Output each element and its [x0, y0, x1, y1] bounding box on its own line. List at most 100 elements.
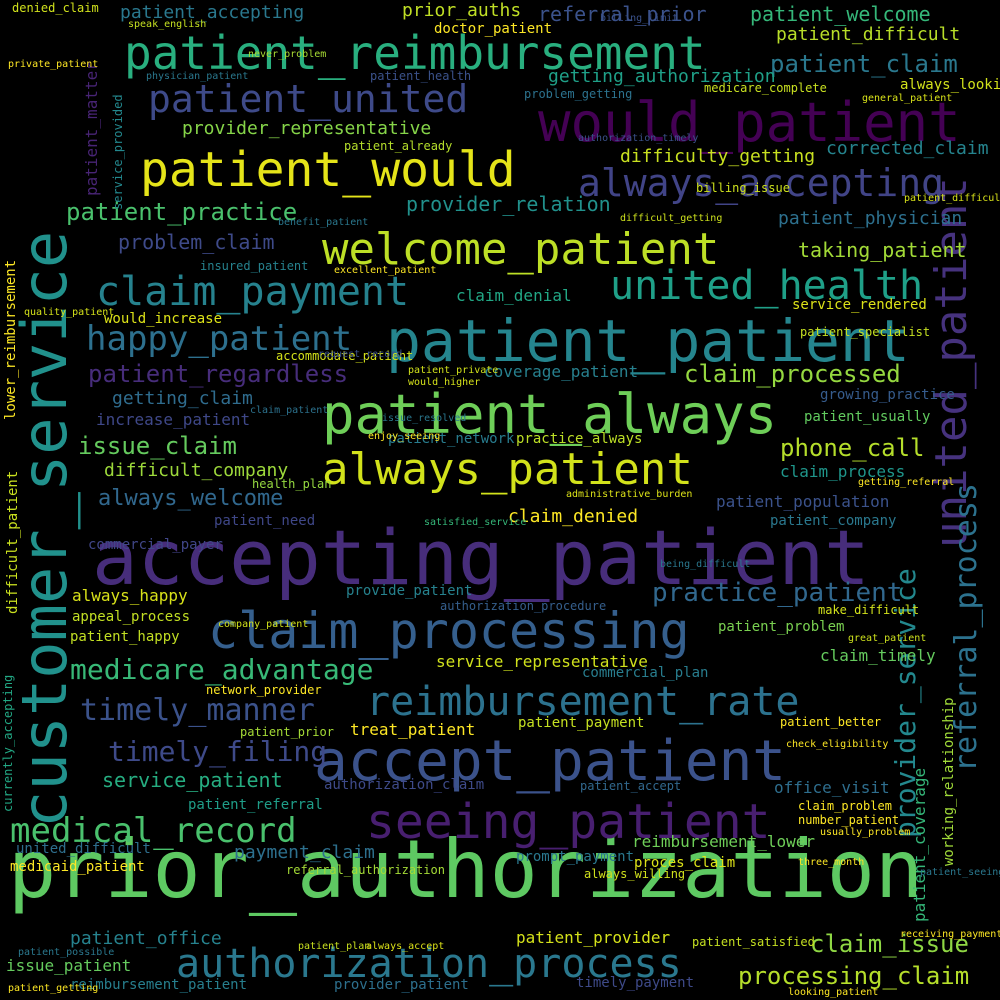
word: accepting_patient — [92, 513, 870, 602]
word: service_patient — [102, 768, 283, 792]
word: referral_prior — [538, 2, 707, 26]
word: patient_better — [780, 715, 882, 729]
word: patient_specialist — [800, 325, 931, 339]
word: insured_patient — [200, 259, 309, 273]
word: patient_already — [344, 139, 453, 153]
word: timely_payment — [576, 975, 695, 991]
word: united_difficult — [16, 841, 151, 857]
word: patient_physician — [778, 208, 963, 229]
word: claim_patient — [250, 405, 329, 416]
word: problem_claim — [118, 230, 275, 254]
word: claim_processing — [208, 602, 690, 660]
word: patient_united — [148, 77, 469, 121]
word: number_patient — [798, 813, 900, 827]
word: issue_patient — [6, 956, 132, 975]
word: claim_denied — [508, 506, 639, 527]
word: lower_reimbursement — [3, 259, 19, 420]
word: prior_authorization — [8, 823, 924, 916]
word: patient_payment — [518, 715, 645, 731]
word: always_accepting — [578, 161, 945, 205]
word: private_patient — [8, 59, 99, 70]
word: patient_coverage — [910, 767, 929, 922]
word: always_looking — [900, 77, 1000, 93]
word: difficult_getting — [620, 213, 723, 224]
word: payment_claim — [234, 842, 375, 863]
word: claim_problem — [798, 799, 892, 813]
word: patient_population — [716, 492, 890, 511]
word: always_willing — [584, 867, 686, 881]
word: claim_timely — [820, 646, 936, 665]
word: usually_problem — [820, 827, 911, 838]
word: would_higher — [408, 377, 481, 388]
word: customer_service — [8, 230, 81, 828]
word: patient_practice — [66, 198, 298, 226]
word: authorization_procedure — [440, 599, 607, 613]
word: patient_welcome — [750, 2, 931, 26]
word: administrative_burden — [566, 489, 693, 500]
word: patient_prior — [240, 725, 334, 739]
word: growing_practice — [820, 387, 955, 403]
word: appeal_process — [72, 609, 191, 625]
word: phone_call — [780, 434, 925, 462]
word: benefit_patient — [278, 217, 369, 228]
word: patient_difficult — [776, 24, 961, 45]
word: always_accept — [366, 941, 445, 952]
word: patient_matter — [82, 61, 101, 196]
word: increase_patient — [96, 410, 251, 429]
word: medicaid_patient — [10, 859, 145, 875]
word: claim_issue — [810, 930, 969, 958]
word: reimbursement_patient — [70, 977, 248, 993]
word: company_patient — [218, 619, 309, 630]
word: provider_patient — [334, 977, 469, 993]
word: always_welcome — [98, 486, 284, 511]
word: currently_accepting — [1, 674, 15, 812]
word: difficult_company — [104, 460, 289, 481]
word: patient_getting — [8, 983, 99, 994]
word: reimbursement_rate — [366, 679, 800, 725]
word: office_visit — [774, 778, 890, 797]
word: patient_happy — [70, 629, 180, 645]
word: service_rendered — [792, 297, 927, 313]
word: welcome_patient — [322, 224, 720, 275]
word: timely_manner — [80, 693, 315, 728]
word: getting_claim — [112, 388, 253, 409]
word: united_health — [610, 263, 924, 309]
word: patient_network — [388, 431, 515, 447]
word: patient_office — [70, 928, 222, 949]
word: patient_usually — [804, 409, 931, 425]
word: satisfied_service — [424, 517, 527, 528]
word: commercial_plan — [582, 665, 709, 681]
word: claim_processed — [684, 360, 901, 388]
word: problem_getting — [524, 87, 633, 101]
word: working_relationship — [941, 697, 957, 866]
word: patient_company — [770, 513, 897, 529]
word: getting_referral — [858, 477, 955, 488]
word: patient_provider — [516, 928, 671, 947]
word: processing_claim — [738, 962, 970, 990]
word: accommodate_patient — [276, 349, 414, 363]
word: treat_patient — [350, 720, 476, 739]
word: provide_patient — [346, 583, 473, 599]
word: billing_issue — [696, 181, 790, 195]
word: patient_regardless — [88, 360, 349, 388]
word: timely_filing — [108, 735, 328, 768]
word: quality_patient — [24, 307, 115, 318]
word: medicare_advantage — [70, 653, 374, 686]
word: service_provided — [111, 94, 125, 210]
word: authorization_claim — [324, 777, 485, 793]
word: medicare_complete — [704, 81, 827, 95]
word: authorization_process — [176, 941, 682, 987]
word: claim_payment — [96, 269, 410, 315]
word: general_patient — [862, 93, 953, 104]
word: claim_denial — [456, 286, 572, 305]
word: patient_seeing — [920, 867, 1000, 878]
word: denied_claim — [12, 1, 99, 15]
word: make_difficult — [818, 603, 920, 617]
word: taking_patient — [798, 238, 967, 262]
word: issue_resolved — [382, 413, 467, 424]
word: prompt_payment — [516, 849, 635, 865]
word: patient_would — [140, 142, 516, 198]
word: never_problem — [248, 49, 327, 60]
word: patient_referral — [188, 797, 323, 813]
